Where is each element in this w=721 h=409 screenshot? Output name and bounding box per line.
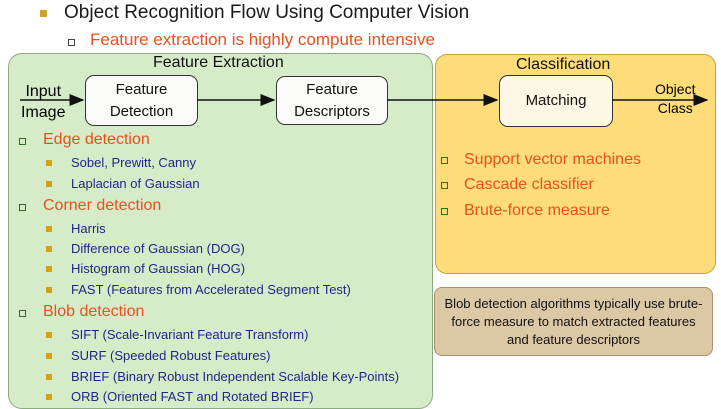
class-item-bruteforce: Brute-force measure bbox=[464, 202, 610, 219]
item-brief: BRIEF (Binary Robust Independent Scalabl… bbox=[71, 369, 400, 384]
class-item-cascade: Cascade classifier bbox=[464, 176, 594, 193]
hog-bullet-icon bbox=[46, 266, 52, 272]
sift-bullet-icon bbox=[46, 332, 52, 338]
item-sobel: Sobel, Prewitt, Canny bbox=[71, 155, 197, 170]
subtitle-bullet-icon bbox=[68, 39, 75, 46]
dog-bullet-icon bbox=[46, 246, 52, 252]
output-label-line1: Object bbox=[655, 81, 696, 97]
input-label-line2: Image bbox=[21, 104, 66, 121]
sobel-bullet-icon bbox=[46, 160, 52, 166]
input-label-line1: Input bbox=[25, 83, 62, 100]
output-label-line2: Class bbox=[657, 100, 693, 116]
category-edge-detection: Edge detection bbox=[43, 131, 150, 148]
cascade-bullet-icon bbox=[441, 182, 448, 189]
subtitle: Feature extraction is highly compute int… bbox=[90, 30, 435, 49]
brief-bullet-icon bbox=[46, 374, 52, 380]
input-label: Input Image bbox=[21, 81, 65, 123]
item-hog: Histogram of Gaussian (HOG) bbox=[71, 261, 246, 276]
category-corner-detection: Corner detection bbox=[43, 197, 162, 214]
page-title: Object Recognition Flow Using Computer V… bbox=[64, 2, 470, 23]
feature-descriptors-box: Feature Descriptors bbox=[276, 76, 388, 125]
category-blob-detection: Blob detection bbox=[43, 303, 145, 320]
feature-detection-line1: Feature bbox=[115, 80, 168, 98]
class-item-svm: Support vector machines bbox=[464, 151, 641, 168]
feature-descriptors-line1: Feature bbox=[306, 80, 358, 98]
item-laplacian: Laplacian of Gaussian bbox=[71, 176, 200, 191]
corner-detection-bullet-icon bbox=[19, 204, 26, 211]
matching-label: Matching bbox=[525, 92, 587, 109]
feature-detection-line2: Detection bbox=[109, 102, 174, 120]
item-dog: Difference of Gaussian (DOG) bbox=[71, 241, 245, 256]
blob-detection-bullet-icon bbox=[19, 310, 26, 317]
fast-bullet-icon bbox=[46, 287, 52, 293]
output-label: Object Class bbox=[655, 80, 695, 118]
surf-bullet-icon bbox=[46, 353, 52, 359]
svm-bullet-icon bbox=[441, 157, 448, 164]
title-bullet-icon bbox=[40, 10, 47, 17]
feature-extraction-title: Feature Extraction bbox=[153, 54, 284, 71]
item-harris: Harris bbox=[71, 221, 106, 236]
edge-detection-bullet-icon bbox=[19, 138, 26, 145]
classification-title: Classification bbox=[516, 56, 611, 73]
harris-bullet-icon bbox=[46, 226, 52, 232]
item-surf: SURF (Speeded Robust Features) bbox=[71, 348, 271, 363]
orb-bullet-icon bbox=[46, 394, 52, 400]
feature-descriptors-line2: Descriptors bbox=[294, 102, 370, 120]
item-fast: FAST (Features from Accelerated Segment … bbox=[71, 282, 351, 297]
blob-detection-note: Blob detection algorithms typically use … bbox=[434, 287, 713, 356]
item-sift: SIFT (Scale-Invariant Feature Transform) bbox=[71, 327, 309, 342]
note-text: Blob detection algorithms typically use … bbox=[444, 295, 703, 347]
matching-box: Matching bbox=[499, 75, 613, 127]
bruteforce-bullet-icon bbox=[441, 208, 448, 215]
feature-detection-box: Feature Detection bbox=[85, 75, 198, 126]
laplacian-bullet-icon bbox=[46, 181, 52, 187]
item-orb: ORB (Oriented FAST and Rotated BRIEF) bbox=[71, 389, 314, 404]
